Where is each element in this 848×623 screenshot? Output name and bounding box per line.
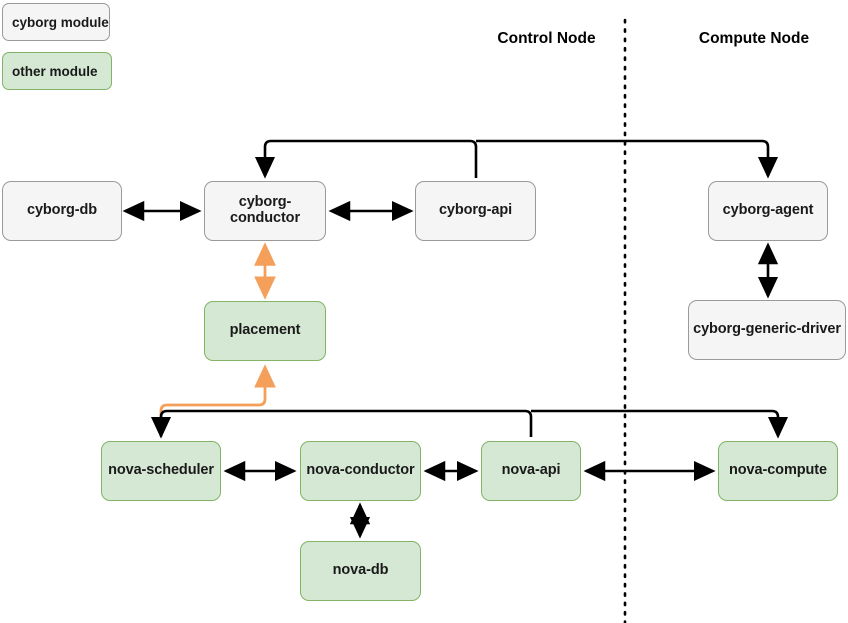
legend-label-cyborg-module: cyborg module [12,14,109,30]
node-label-nova-db: nova-db [332,562,389,579]
edge-nova-scheduler-placement [159,364,276,437]
node-nova-conductor[interactable]: nova-conductor [300,441,421,501]
node-cyborg-api[interactable]: cyborg-api [415,181,536,241]
edge-bottom-bus-to-compute [531,409,789,439]
zone-label-compute-node: Compute Node [698,30,810,47]
node-label-nova-compute: nova-compute [729,462,827,479]
zone-label-control-node: Control Node [497,30,596,47]
legend-item-cyborg-module: cyborg module [2,3,110,41]
edge-top-bus-to-agent [476,139,779,179]
node-label-cyborg-api: cyborg-api [438,202,513,219]
node-cyborg-agent[interactable]: cyborg-agent [708,181,828,241]
node-label-placement: placement [229,322,301,339]
node-nova-api[interactable]: nova-api [481,441,581,501]
node-label-cyborg-db: cyborg-db [27,202,97,219]
node-placement[interactable]: placement [204,301,326,361]
node-nova-db[interactable]: nova-db [300,541,421,601]
legend-item-other-module: other module [2,52,112,90]
node-cyborg-conductor[interactable]: cyborg-conductor [204,181,326,241]
node-label-nova-conductor: nova-conductor [306,462,415,479]
node-cyborg-db[interactable]: cyborg-db [2,181,122,241]
legend-label-other-module: other module [12,63,98,79]
edge-bottom-bus-to-scheduler [150,409,533,439]
node-label-cyborg-generic-driver: cyborg-generic-driver [693,321,841,338]
node-nova-compute[interactable]: nova-compute [718,441,838,501]
node-nova-scheduler[interactable]: nova-scheduler [101,441,221,501]
node-label-cyborg-conductor: cyborg-conductor [230,194,300,226]
edge-top-bus-to-conductor [254,139,478,179]
node-label-nova-api: nova-api [501,462,561,479]
node-label-nova-scheduler: nova-scheduler [108,462,214,479]
node-label-cyborg-agent: cyborg-agent [722,202,814,219]
node-cyborg-generic-driver[interactable]: cyborg-generic-driver [688,300,846,360]
